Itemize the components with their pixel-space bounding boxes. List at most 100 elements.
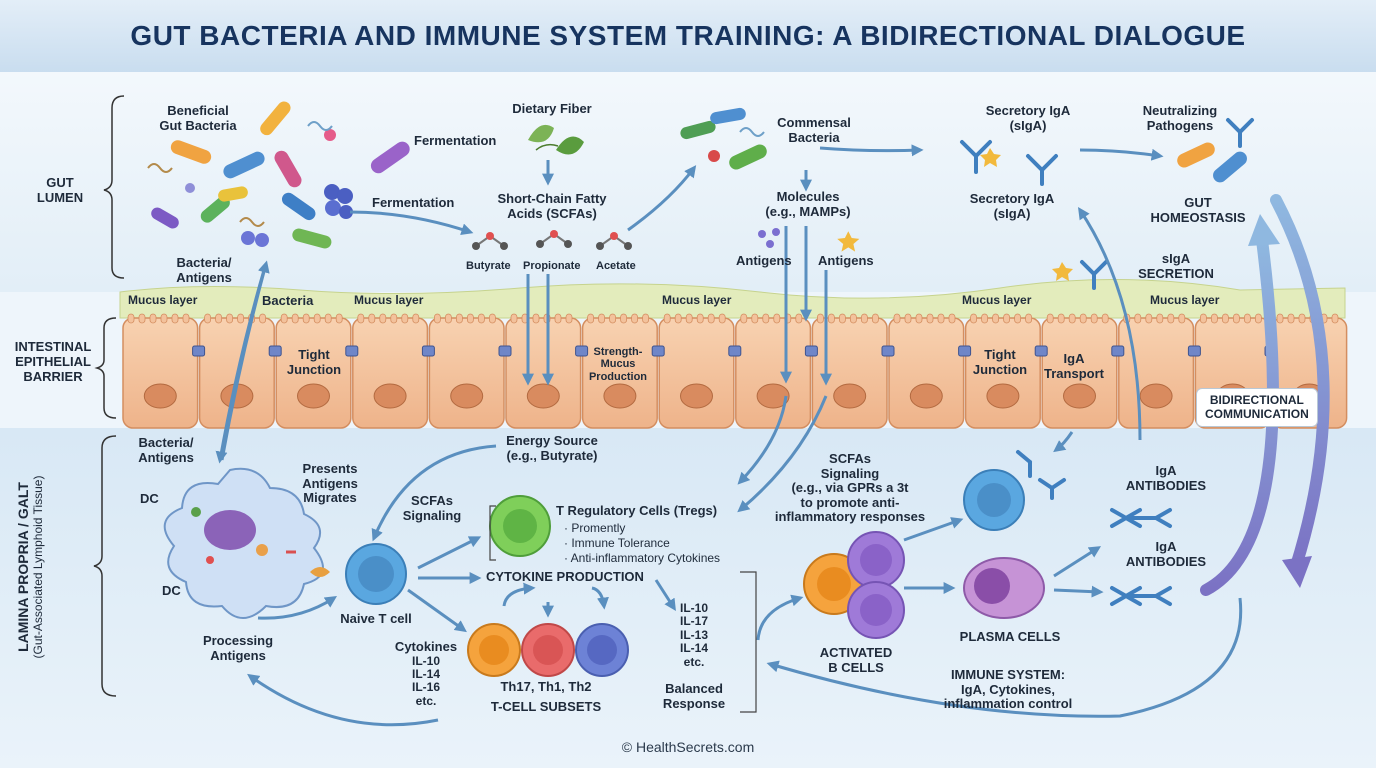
microvillus	[751, 313, 759, 324]
microvillus	[357, 313, 365, 324]
microvillus	[1046, 313, 1054, 324]
epithelial-cell	[811, 317, 888, 429]
microvillus	[291, 313, 299, 324]
flow-arrows	[215, 144, 1243, 727]
label-t-cell-subsets: T-CELL SUBSETS	[490, 699, 602, 714]
barrier-bracket	[94, 317, 117, 419]
label-siga-mid: Secretory IgA (sIgA)	[969, 191, 1055, 221]
label-mucus-5: Mucus layer	[1150, 293, 1220, 307]
label-cytokine-production: CYTOKINE PRODUCTION	[486, 569, 644, 584]
cell-nucleus	[756, 383, 790, 409]
tight-junction	[575, 345, 589, 357]
mucus-layer	[119, 279, 1346, 319]
label-iga-antibodies-1: IgA ANTIBODIES	[1125, 463, 1207, 493]
label-scfas-signaling-left: SCFAs Signaling	[402, 493, 462, 523]
microvillus	[1134, 313, 1142, 324]
microvillus	[1090, 313, 1098, 324]
label-iga-transport: IgA Transport	[1044, 351, 1104, 381]
microvillus	[839, 313, 846, 324]
microvillus	[324, 313, 332, 324]
dendritic-cell	[163, 467, 324, 619]
lamina-antibodies	[1016, 450, 1172, 606]
epithelial-cell	[735, 317, 812, 429]
microvillus	[466, 313, 474, 324]
tight-junction	[651, 345, 665, 357]
tight-junction	[881, 345, 895, 357]
epithelial-cell	[581, 317, 658, 429]
treg-item: Immune Tolerance	[564, 536, 720, 551]
microvillus	[1178, 313, 1186, 324]
tight-junction	[728, 345, 742, 357]
microvillus	[718, 313, 726, 324]
microvillus	[1014, 313, 1021, 324]
label-molecules: Molecules (e.g., MAMPs)	[765, 189, 851, 219]
microvillus	[1244, 313, 1251, 324]
microvillus	[1025, 313, 1032, 324]
lumen-zone	[0, 72, 1376, 292]
microvillus	[368, 313, 376, 324]
treg-item: Anti-inflammatory Cytokines	[564, 551, 720, 566]
tight-junction	[421, 345, 435, 357]
microvillus	[215, 313, 223, 324]
label-dietary-fiber: Dietary Fiber	[512, 101, 592, 116]
epithelial-cells	[122, 313, 1348, 429]
footer-credit: © HealthSecrets.com	[621, 739, 755, 755]
label-mucus-1: Mucus layer	[128, 293, 198, 307]
microvillus	[1167, 313, 1175, 324]
microvillus	[948, 313, 956, 324]
microvillus	[1233, 313, 1240, 324]
microvillus	[313, 313, 321, 324]
label-iga-antibodies-2: IgA ANTIBODIES	[1125, 539, 1207, 569]
label-energy-source: Energy Source (e.g., Butyrate)	[506, 433, 598, 463]
microvillus	[707, 313, 715, 324]
cell-nucleus	[1063, 383, 1096, 409]
microvillus	[171, 313, 179, 324]
label-strength-mucus: Strength- Mucus Production	[588, 346, 648, 383]
microvillus	[1298, 313, 1306, 324]
microvillus	[532, 313, 540, 324]
epithelial-cell	[428, 317, 505, 429]
label-neutralizing: Neutralizing Pathogens	[1142, 103, 1218, 133]
microvillus	[762, 313, 770, 324]
cytokine-right-item: IL-14	[679, 641, 709, 656]
microvillus	[1200, 313, 1207, 324]
microvillus	[992, 313, 999, 324]
microvillus	[642, 313, 649, 324]
microvillus	[237, 313, 245, 324]
microvillus	[565, 313, 573, 324]
bidirectional-arrows	[1200, 194, 1330, 596]
label-dc-bottom: DC	[162, 583, 181, 598]
microvillus	[477, 313, 485, 324]
microvillus	[696, 313, 704, 324]
microvillus	[817, 313, 824, 324]
label-energy-source-text: Energy Source (e.g., Butyrate)	[506, 433, 598, 463]
microvillus	[773, 313, 781, 324]
microvillus	[259, 313, 267, 324]
label-antigens-2: Antigens	[818, 253, 874, 268]
microvillus	[444, 313, 452, 324]
cytokine-right-item: etc.	[683, 654, 705, 669]
label-molecules-text: Molecules (e.g., MAMPs)	[765, 189, 851, 219]
label-plasma-cells: PLASMA CELLS	[959, 629, 1061, 644]
microvillus	[1145, 313, 1153, 324]
cytokine-left-item: etc.	[415, 693, 437, 708]
cytokine-left-item: IL-10	[411, 653, 441, 668]
microvillus	[1068, 313, 1076, 324]
label-propionate: Propionate	[523, 260, 581, 272]
microvillus	[390, 313, 398, 324]
label-tight-junction-2: Tight Junction	[972, 347, 1028, 377]
cell-nucleus	[680, 383, 713, 409]
label-processing-antigens: Processing Antigens	[202, 633, 274, 663]
cytokines-right-block: IL-10 IL-17 IL-13 IL-14 etc.	[679, 601, 709, 669]
microvillus	[663, 313, 671, 324]
microvillus	[510, 313, 518, 324]
label-lumen-bacteria-antigens: Bacteria/ Antigens	[176, 255, 232, 285]
cytokine-left-item: IL-14	[411, 666, 441, 681]
zone-label-barrier: INTESTINAL EPITHELIAL BARRIER	[14, 339, 92, 384]
microvillus	[915, 313, 923, 324]
label-antigens-1: Antigens	[736, 253, 792, 268]
fiber-leaves	[528, 124, 584, 155]
microvillus	[981, 313, 988, 324]
